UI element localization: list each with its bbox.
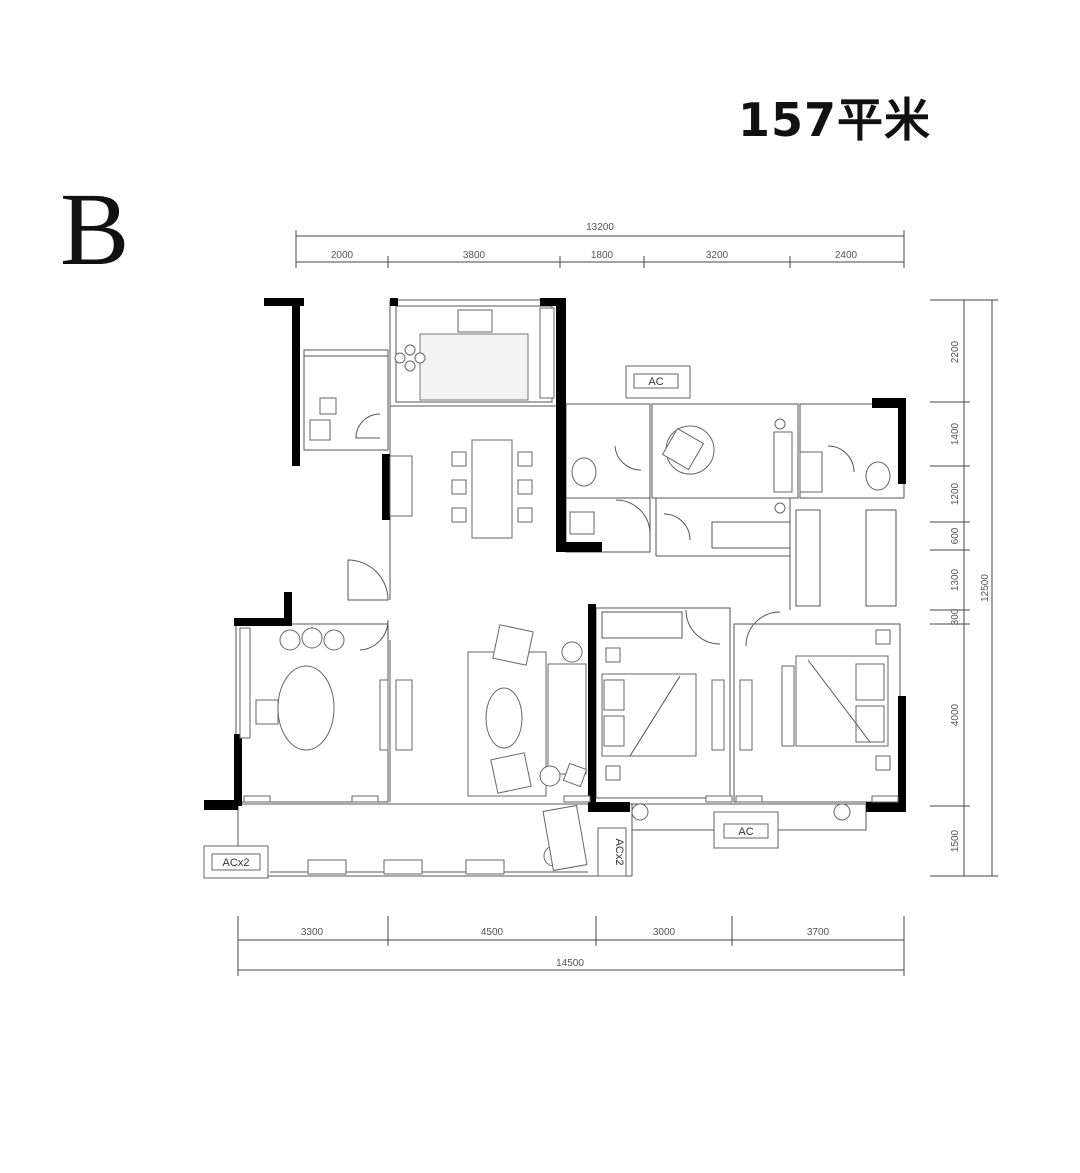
right-dim-8: 1500 [950, 829, 961, 852]
bottom-dim-4: 3700 [807, 927, 830, 938]
right-dim-5: 1300 [950, 568, 961, 591]
bottom-dim-1: 3300 [301, 927, 324, 938]
dining-table [451, 439, 533, 539]
bottom-dim-3: 3000 [653, 927, 676, 938]
doors [347, 413, 855, 651]
unit-type-label: B [60, 172, 130, 287]
partitions [235, 299, 905, 877]
right-dim-4: 600 [950, 527, 961, 544]
balcony-plants [307, 803, 851, 875]
bottom-total-dim: 14500 [556, 958, 584, 969]
right-dim-2: 1400 [950, 422, 961, 445]
master-bedroom-furniture [739, 629, 891, 771]
ac-units: AC AC ACx2 ACx2 [203, 365, 779, 879]
ac-balcony-left-label: ACx2 [223, 857, 250, 869]
ac-balcony-mid-label: ACx2 [613, 839, 625, 866]
top-dim-4: 3200 [706, 250, 729, 261]
top-dimension-lines: 13200 2000 3800 1800 3200 2400 [295, 222, 905, 268]
right-dim-7: 4000 [950, 703, 961, 726]
bedroom-2-furniture [601, 647, 725, 781]
bottom-dim-2: 4500 [481, 927, 504, 938]
top-total-dim: 13200 [586, 222, 614, 233]
top-dim-1: 2000 [331, 250, 354, 261]
right-dim-1: 2200 [950, 340, 961, 363]
top-dim-2: 3800 [463, 250, 486, 261]
bathroom-fixtures [569, 418, 891, 535]
area-title: 157平米 [738, 93, 932, 147]
kitchen-fixtures [309, 307, 555, 517]
living-room-furniture [395, 624, 588, 797]
ac-bedroom-label: AC [738, 826, 753, 838]
top-dim-3: 1800 [591, 250, 614, 261]
ac-top-label: AC [648, 376, 663, 388]
right-dimension-lines: 2200 1400 1200 600 1300 300 4000 1500 12… [930, 299, 998, 877]
right-total-dim: 12500 [980, 574, 991, 602]
study-furniture [239, 627, 389, 751]
right-dim-6: 300 [950, 608, 961, 625]
bottom-dimension-lines: 3300 4500 3000 3700 14500 [237, 916, 905, 976]
walls [204, 298, 906, 812]
top-dim-5: 2400 [835, 250, 858, 261]
window-vents [243, 795, 899, 803]
right-dim-3: 1200 [950, 482, 961, 505]
